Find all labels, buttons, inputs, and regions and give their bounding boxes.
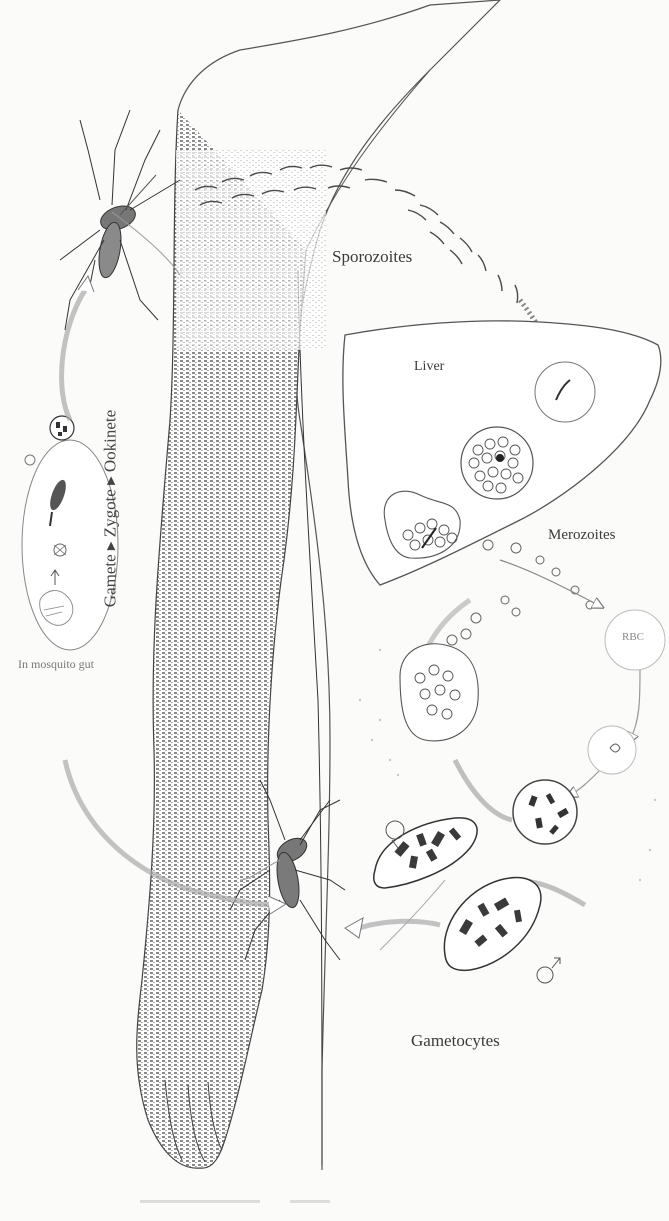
label-mosquito-gut: In mosquito gut xyxy=(16,655,96,673)
label-sporozoites: Sporozoites xyxy=(332,248,412,265)
label-rbc: RBC xyxy=(622,632,644,643)
mosquito-upper xyxy=(60,110,180,330)
human-arm-figure xyxy=(137,0,500,1170)
label-gametocytes: Gametocytes xyxy=(411,1032,500,1049)
liver-organ xyxy=(343,321,661,585)
gametocytes xyxy=(374,818,560,983)
label-merozoites: Merozoites xyxy=(548,528,615,543)
label-liver: Liver xyxy=(414,360,444,374)
scan-mark xyxy=(140,1200,330,1203)
label-mosquito-stages: Gamete ▸ Zygote ▸ Ookinete xyxy=(102,359,119,659)
